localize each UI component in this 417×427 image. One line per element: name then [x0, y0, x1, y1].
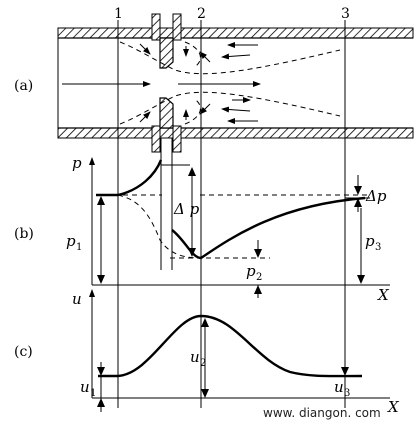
orifice-plate-top	[159, 37, 174, 69]
u2-sub: 2	[200, 358, 206, 369]
p1-sub: 1	[76, 242, 82, 253]
p2-arrow-top	[254, 249, 262, 258]
pipe-section	[57, 13, 414, 166]
p3-label: p	[365, 232, 375, 250]
orifice-plate-bottom	[159, 97, 174, 129]
delta-p-arrow-top	[188, 167, 196, 176]
flange-left-bottom	[151, 125, 161, 153]
u3-label: u	[334, 378, 344, 396]
section-label-a: (a)	[14, 78, 33, 94]
u1-arrow-top	[97, 367, 105, 376]
u3-arrow-top	[341, 367, 349, 376]
pipe-wall-top	[57, 27, 414, 39]
p-axis-label: p	[72, 154, 82, 172]
u-x-axis-label: X	[387, 398, 400, 416]
u1-sub: 1	[90, 388, 96, 399]
watermark: www. diangon. com	[263, 406, 381, 420]
recirc-arrow-top-2	[221, 53, 251, 60]
station-label-2: 2	[197, 6, 206, 22]
pressure-panel: p X p 1 Δ p p 2 Δp	[66, 154, 390, 304]
u1-arrow-bottom	[97, 398, 105, 407]
u2-label: u	[190, 348, 200, 366]
p2-sub: 2	[256, 272, 262, 283]
vortex-dash-bottom	[184, 99, 201, 125]
pipe-wall-bottom	[57, 127, 414, 139]
loss-delta-p-label: Δp	[365, 187, 387, 205]
p2-arrow-bottom	[254, 285, 262, 294]
u-axis-label: u	[72, 290, 82, 308]
recirc-arrow-bottom-4	[139, 111, 151, 123]
p1-dim-arrow-bottom	[97, 275, 105, 284]
vortex-dash-top	[184, 41, 201, 67]
section-label-c: (c)	[14, 344, 33, 360]
p1-label: p	[66, 232, 76, 250]
u1-label: u	[80, 378, 90, 396]
p1-dim-arrow-top	[97, 196, 105, 205]
delta-p-label: Δ p	[173, 200, 200, 218]
u2-arrow-bottom	[201, 389, 209, 398]
flange-right-top	[172, 13, 182, 41]
loss-arrow-top	[354, 186, 362, 195]
pressure-curve-recovery	[171, 196, 366, 260]
recirc-arrow-bottom-2	[221, 106, 251, 113]
p-x-axis-label: X	[377, 286, 390, 304]
u3-sub: 3	[344, 388, 350, 399]
section-label-b: (b)	[14, 226, 34, 242]
recirc-arrow-top-4	[139, 43, 151, 55]
u2-arrow-top	[201, 318, 209, 327]
loss-arrow-bottom	[354, 198, 362, 207]
velocity-panel: u X u 1 u 2 u 3	[72, 289, 400, 416]
flange-left-top	[151, 13, 161, 41]
pressure-curve-wall	[96, 159, 163, 197]
station-label-1: 1	[114, 6, 123, 22]
delta-p-arrow-bottom	[188, 248, 196, 257]
recirc-arrow-top-3	[199, 51, 211, 63]
jet-boundary-bottom	[119, 91, 341, 125]
station-label-3: 3	[341, 6, 350, 22]
p3-sub: 3	[375, 242, 381, 253]
recirc-arrow-bottom-3	[199, 103, 211, 115]
p2-label: p	[246, 262, 256, 280]
velocity-curve	[98, 314, 363, 378]
jet-boundary-top	[119, 41, 341, 75]
pressure-curve-axis-dashed	[117, 194, 202, 259]
flange-right-bottom	[172, 125, 182, 153]
p3-arrow-bottom	[357, 275, 365, 284]
